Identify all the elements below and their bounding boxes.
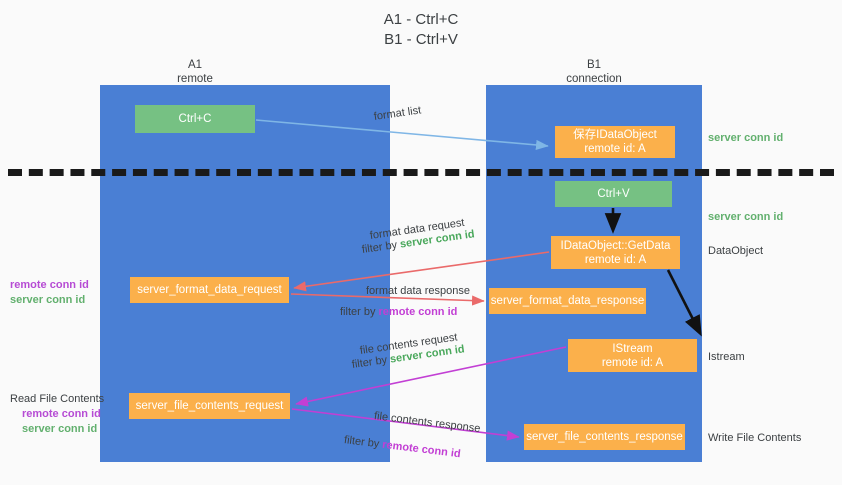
- node-idataobject-getdata-line2: remote id: A: [584, 253, 647, 266]
- column-left-role: remote: [177, 73, 213, 85]
- annotation-istream-text: Istream: [708, 351, 745, 363]
- node-server-format-data-response-label: server_format_data_response: [490, 295, 645, 307]
- title-line-2: B1 - Ctrl+V: [384, 31, 458, 48]
- node-server-file-contents-request-label: server_file_contents_request: [135, 400, 284, 412]
- node-istream-line2: remote id: A: [601, 356, 664, 369]
- annotation-dataobject-text: DataObject: [708, 245, 764, 257]
- annotation-server-conn-id-mid: server conn id: [10, 294, 86, 306]
- filter-value-remote-conn-id: remote conn id: [381, 438, 462, 461]
- copy-paste-divider: [8, 169, 834, 176]
- annotation-write-file-contents-text: Write File Contents: [708, 432, 802, 444]
- node-server-format-data-request[interactable]: server_format_data_request: [130, 277, 289, 303]
- node-ctrl-v[interactable]: Ctrl+V: [555, 181, 672, 207]
- column-header-right: B1 connection: [494, 58, 694, 86]
- node-ctrl-c[interactable]: Ctrl+C: [135, 105, 255, 133]
- node-server-format-data-response[interactable]: server_format_data_response: [489, 288, 646, 314]
- filter-prefix: filter by: [343, 434, 384, 451]
- annotation-read-file-contents-group: Read File Contents remote conn id server…: [10, 392, 104, 437]
- annotation-remote-conn-id-mid: remote conn id: [10, 279, 89, 291]
- node-idataobject-getdata-line1: IDataObject::GetData: [560, 239, 671, 252]
- column-right-name: B1: [586, 59, 602, 71]
- annotation-remote-conn-id-low: remote conn id: [22, 408, 101, 420]
- annotation-server-conn-id-top-text: server conn id: [708, 132, 784, 144]
- filter-value-remote-conn-id: remote conn id: [378, 306, 458, 318]
- filter-prefix: filter by: [351, 353, 391, 371]
- node-server-file-contents-response[interactable]: server_file_contents_response: [524, 424, 685, 450]
- annotation-read-file-contents: Read File Contents: [10, 393, 105, 405]
- edge-label-format-data-response: format data response: [366, 285, 470, 297]
- annotation-write-file-contents: Write File Contents: [708, 431, 801, 446]
- annotation-server-conn-id-low: server conn id: [22, 423, 98, 435]
- filter-prefix: filter by: [340, 306, 379, 318]
- node-istream-line1: IStream: [612, 342, 653, 355]
- annotation-server-conn-id-top: server conn id: [708, 131, 783, 146]
- column-right-role: connection: [566, 73, 622, 85]
- node-server-format-data-request-label: server_format_data_request: [137, 284, 282, 296]
- node-save-idataobject-line1: 保存IDataObject: [573, 129, 657, 141]
- node-save-idataobject-line2: remote id: A: [584, 143, 646, 155]
- node-save-idataobject[interactable]: 保存IDataObject remote id: A: [555, 126, 675, 158]
- node-ctrl-c-label: Ctrl+C: [178, 113, 212, 125]
- annotation-istream: Istream: [708, 350, 745, 365]
- annotation-conn-ids-middle: remote conn id server conn id: [10, 278, 89, 308]
- node-istream[interactable]: IStream remote id: A: [568, 339, 697, 372]
- annotation-server-conn-id-paste-text: server conn id: [708, 211, 784, 223]
- title-line-1: A1 - Ctrl+C: [383, 11, 459, 28]
- node-ctrl-v-label: Ctrl+V: [597, 188, 630, 200]
- page-title: A1 - Ctrl+C B1 - Ctrl+V: [0, 10, 842, 50]
- node-idataobject-getdata[interactable]: IDataObject::GetData remote id: A: [551, 236, 680, 269]
- annotation-dataobject: DataObject: [708, 244, 763, 259]
- column-header-left: A1 remote: [95, 58, 295, 86]
- edge-label-format-data-response-filter: filter by remote conn id: [340, 305, 457, 320]
- column-left-name: A1: [187, 59, 203, 71]
- node-server-file-contents-request[interactable]: server_file_contents_request: [129, 393, 290, 419]
- node-server-file-contents-response-label: server_file_contents_response: [526, 431, 683, 443]
- filter-prefix: filter by: [361, 238, 401, 256]
- annotation-server-conn-id-paste: server conn id: [708, 210, 783, 225]
